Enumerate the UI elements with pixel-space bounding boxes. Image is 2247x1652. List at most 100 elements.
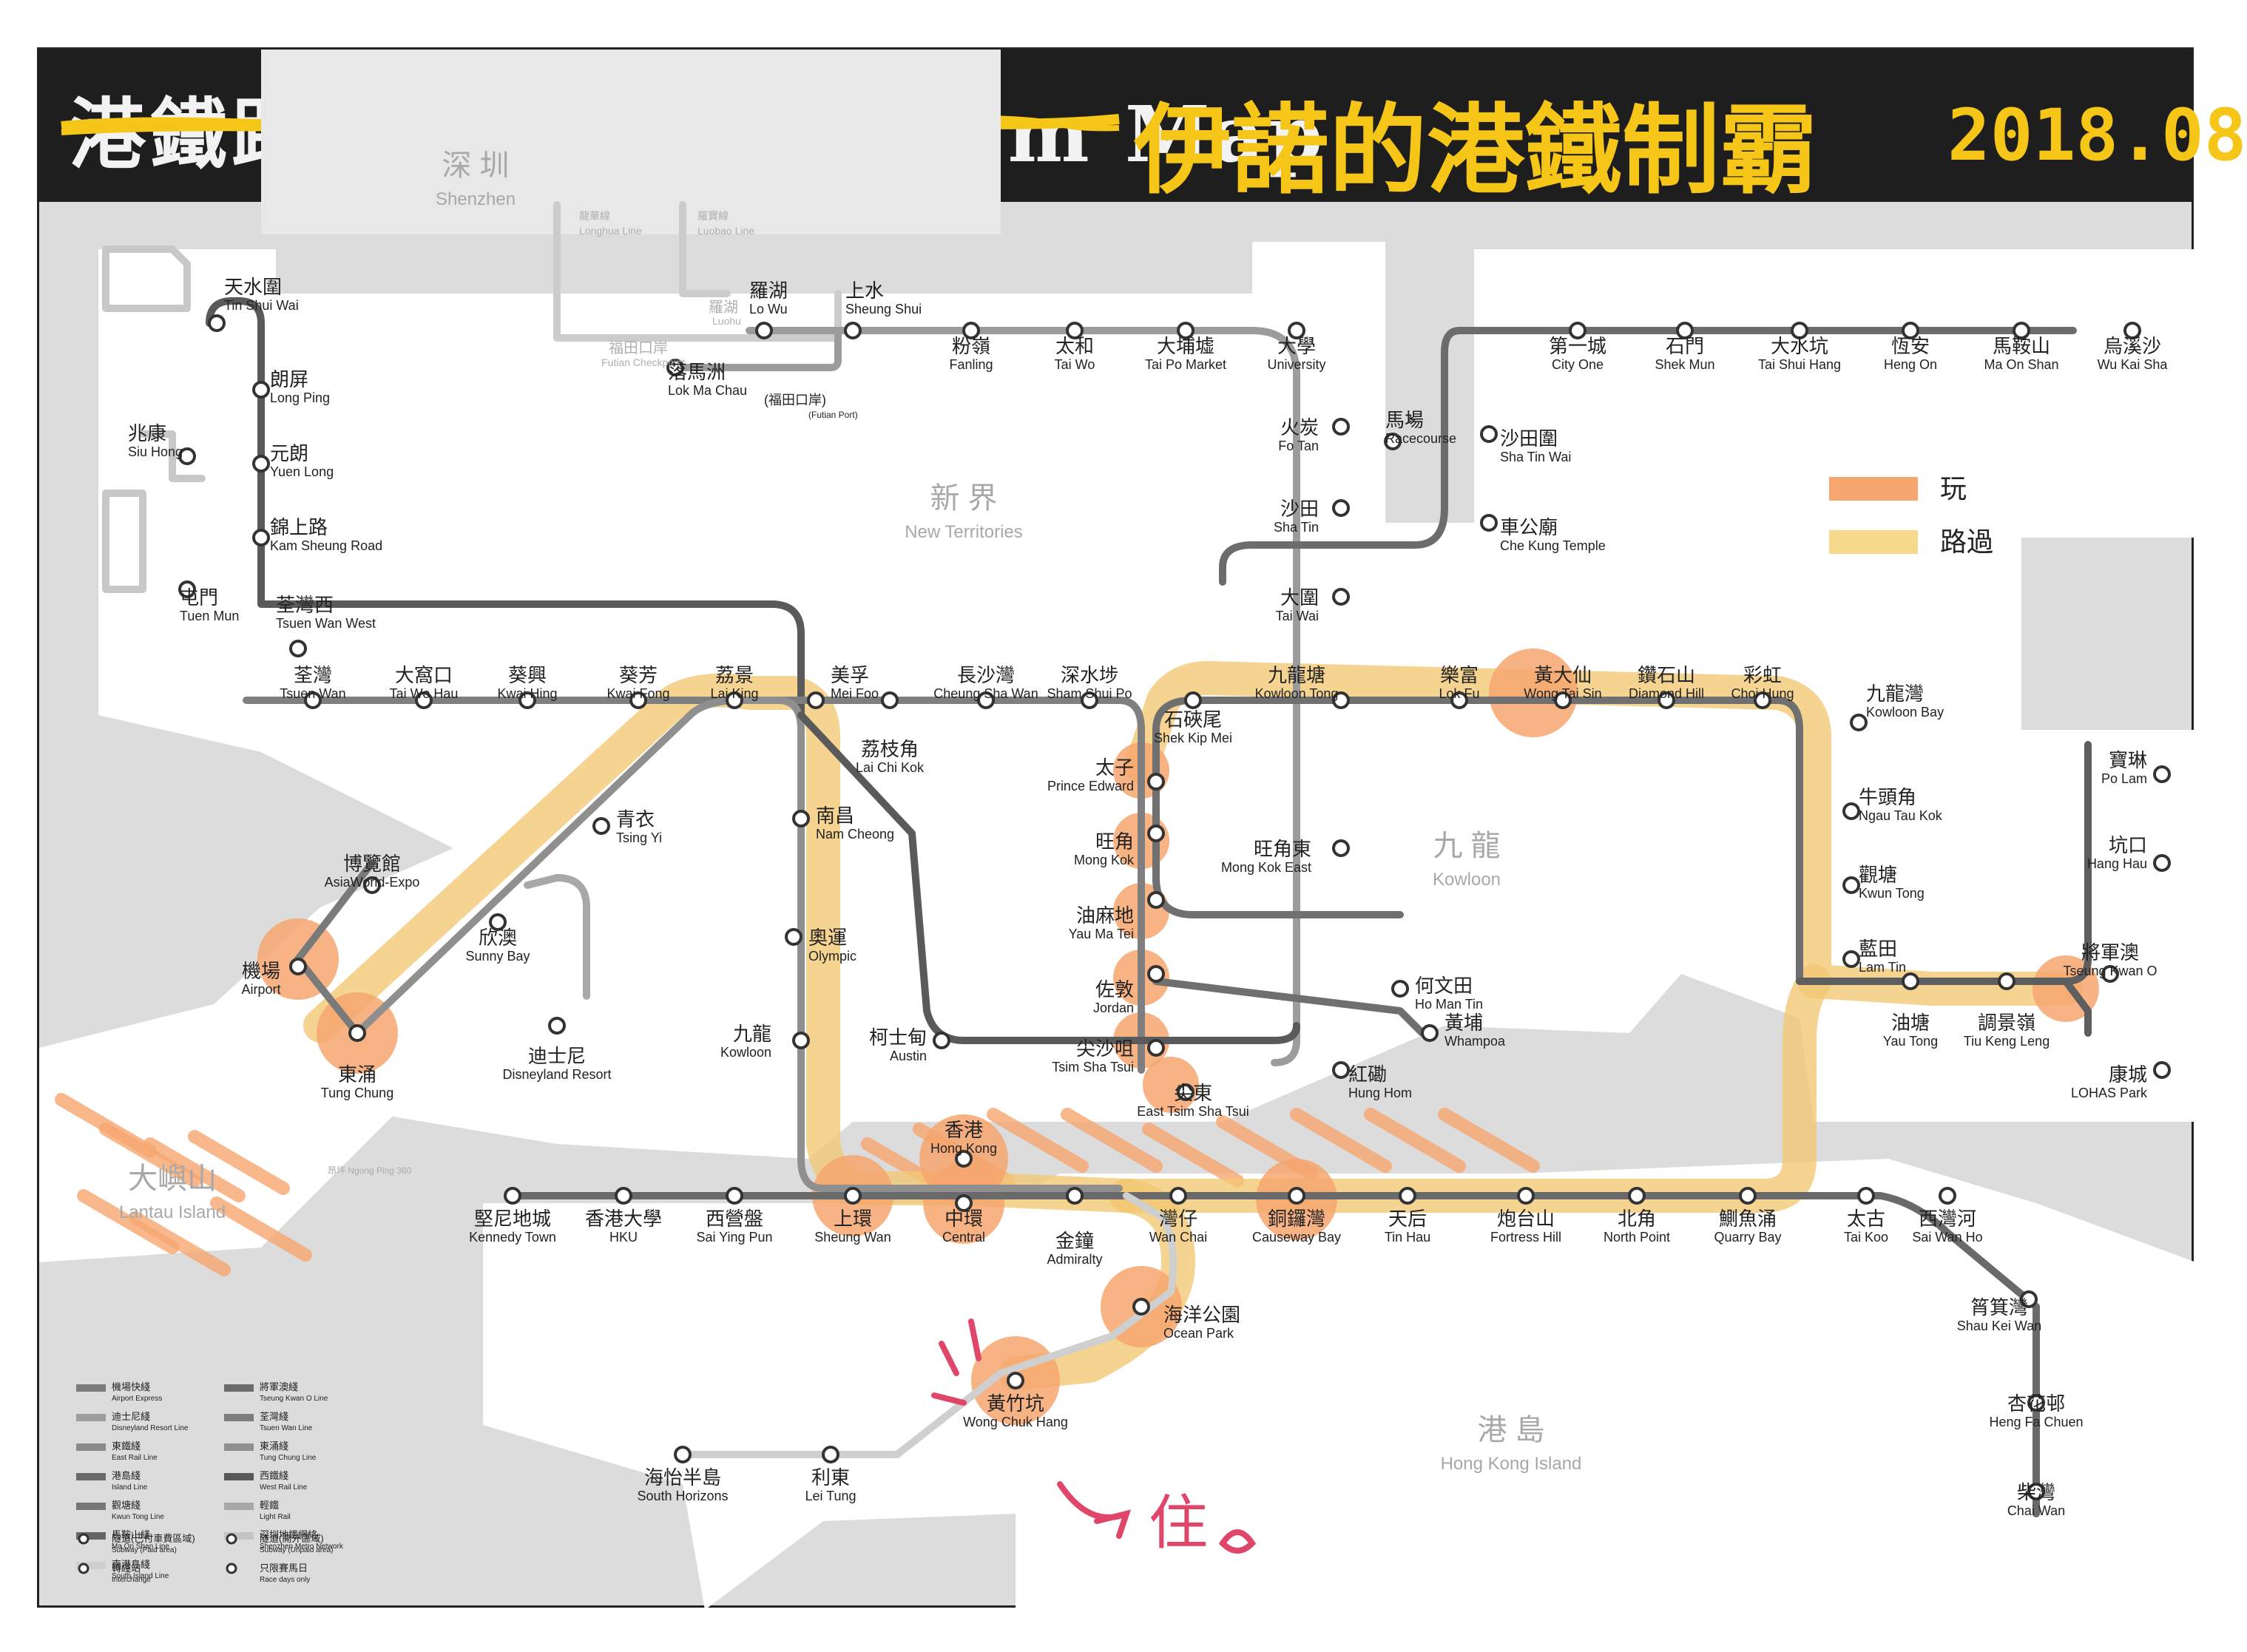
label-futian: 福田口岸 [609, 339, 668, 356]
station-label-zh-shek-mun: 石門 [1666, 335, 1704, 357]
legend-label-en-light-rail: Light Rail [260, 1513, 291, 1521]
station-label-en-tai-shui-hang: Tai Shui Hang [1758, 357, 1841, 372]
racecourse-star: * [1408, 412, 1414, 430]
station-dot-diamond-hill [1658, 691, 1675, 709]
hatch-stroke-10 [1061, 1108, 1163, 1173]
station-dot-tai-wo-hau [415, 691, 433, 709]
region-en-lantau: Lantau Island [119, 1202, 226, 1222]
station-label-en-tai-wai: Tai Wai [1276, 609, 1319, 623]
station-label-zh-tai-wo: 太和 [1055, 335, 1094, 357]
station-dot-hong-kong [955, 1150, 973, 1168]
station-label-zh-yau-ma-tei: 油麻地 [1076, 904, 1134, 927]
station-label-en-hung-hom: Hung Hom [1348, 1086, 1412, 1100]
station-label-zh-tai-shui-hang: 大水坑 [1771, 335, 1828, 357]
station-label-en-yau-tong: Yau Tong [1883, 1034, 1938, 1049]
station-label-zh-mei-foo: 美孚 [831, 664, 869, 686]
station-label-en-tai-koo: Tai Koo [1844, 1230, 1888, 1245]
station-label-en-kowloon-bay: Kowloon Bay [1866, 705, 1944, 720]
station-dot-siu-hong [178, 447, 196, 465]
station-markers [178, 314, 2171, 1500]
legend-label-en-shenzhen-metro-network: Shenzhen Metro Network [260, 1543, 344, 1551]
station-label-zh-jordan: 佐敦 [1095, 978, 1134, 1001]
station-dot-sunny-bay [489, 913, 507, 931]
station-label-en-hku: HKU [609, 1230, 638, 1245]
station-label-zh-tin-shui-wai: 天水圍 [224, 276, 282, 298]
station-label-zh-nam-cheong: 南昌 [816, 805, 854, 827]
doodle-arrow [1057, 1481, 1132, 1539]
legend-label-zh-tung-chung-line: 東涌綫 [260, 1441, 288, 1452]
legend-swatch-passed [1829, 530, 1918, 554]
station-label-en-chai-wan: Chai Wan [2007, 1503, 2065, 1518]
station-label-en-fo-tan: Fo Tan [1278, 439, 1319, 453]
station-dot-whampoa [1421, 1024, 1439, 1042]
station-label-zh-lok-ma-chau: 落馬洲 [668, 361, 726, 383]
station-dot-heng-fa-chuen [2027, 1394, 2045, 1412]
station-dot-olympic [785, 928, 802, 946]
station-dot-wu-kai-sha [2123, 322, 2141, 339]
station-label-zh-prince-edward: 太子 [1095, 756, 1134, 779]
line-east-rail [746, 327, 1300, 1066]
station-label-en-tuen-mun: Tuen Mun [180, 609, 239, 623]
handwritten-annotation: 住 [1149, 1490, 1208, 1556]
legend-swatch-ma-on-shan-line [76, 1532, 106, 1540]
station-label-en-mong-kok-east: Mong Kok East [1221, 860, 1311, 875]
station-dot-kowloon [792, 1032, 810, 1049]
station-label-en-hong-kong: Hong Kong [930, 1141, 997, 1156]
legend-swatch-west-rail-line [224, 1473, 254, 1480]
station-label-zh-north-point: 北角 [1618, 1208, 1656, 1230]
station-dot-wong-chuk-hang [1007, 1372, 1024, 1389]
station-dot-heng-on [1902, 322, 1919, 339]
station-label-zh-lai-king: 荔景 [715, 664, 754, 686]
station-label-en-city-one: City One [1552, 357, 1604, 372]
station-label-zh-tsim-sha-tsui: 尖沙咀 [1076, 1037, 1134, 1060]
legend-swatch-disneyland-resort-line [76, 1414, 106, 1421]
station-dot-tai-koo [1857, 1187, 1875, 1205]
station-label-en-sheung-shui: Sheung Shui [845, 302, 922, 316]
legend-label-en-tseung-kwan-o-line: Tseung Kwan O Line [260, 1395, 328, 1403]
station-dot-lam-tin [1842, 950, 1860, 968]
legend-swatch-visited [1829, 477, 1918, 501]
legend-label-passed: 路過 [1940, 527, 1993, 557]
station-label-en-north-point: North Point [1604, 1230, 1670, 1245]
line-tsuen-wan [243, 697, 1145, 1074]
station-label-en-jordan: Jordan [1093, 1001, 1134, 1015]
station-label-en-lohas-park: LOHAS Park [2071, 1086, 2148, 1100]
station-dot-sheung-wan [844, 1187, 862, 1205]
station-label-zh-chai-wan: 柴灣 [2017, 1481, 2055, 1503]
station-label-zh-whampoa: 黃埔 [1444, 1012, 1483, 1034]
station-label-zh-wan-chai: 灣仔 [1159, 1208, 1197, 1230]
highlight-legend: 玩 路過 [1829, 473, 1993, 557]
station-dot-sheung-shui [844, 322, 862, 339]
station-label-zh-fo-tan: 火炭 [1280, 416, 1319, 439]
station-label-en-shek-kip-mei: Shek Kip Mei [1154, 731, 1232, 745]
legend-symbol-en-race-days-only: Race days only [260, 1576, 310, 1584]
station-label-zh-kowloon-tong: 九龍塘 [1268, 664, 1325, 686]
station-dot-lai-chi-kok [881, 691, 899, 709]
legend-label-zh-shenzhen-metro-network: 深圳地鐵網絡 [260, 1529, 317, 1540]
station-label-zh-tseung-kwan-o: 將軍澳 [2081, 941, 2139, 964]
shenzhen-small-labels: 龍華線 Longhua Line 羅寶線 Luobao Line 羅湖 Luoh… [579, 210, 754, 368]
station-dot-ocean-park [1132, 1298, 1150, 1316]
station-label-zh-fanling: 粉嶺 [952, 335, 990, 357]
station-label-zh-sheung-wan: 上環 [834, 1208, 872, 1230]
station-dot-wan-chai [1169, 1187, 1187, 1205]
station-dot-tai-shui-hang [1791, 322, 1808, 339]
station-dot-lai-king [726, 691, 743, 709]
legend-label-zh-disneyland-resort-line: 迪士尼綫 [112, 1411, 150, 1422]
station-label-zh-cheung-sha-wan: 長沙灣 [957, 664, 1015, 686]
annotation-doodle [931, 1318, 1257, 1554]
station-dot-causeway-bay [1288, 1187, 1305, 1205]
station-label-zh-lam-tin: 藍田 [1859, 938, 1897, 960]
station-label-en-po-lam: Po Lam [2101, 771, 2147, 786]
station-dot-choi-hung [1754, 691, 1771, 709]
station-label-en-central: Central [942, 1230, 985, 1245]
station-label-en-tsim-sha-tsui: Tsim Sha Tsui [1052, 1060, 1134, 1074]
station-label-en-hang-hau: Hang Hau [2087, 856, 2147, 871]
legend-label-en-tsuen-wan-line: Tsuen Wan Line [260, 1424, 313, 1432]
line-south-island [679, 1192, 1177, 1458]
station-label-en-wong-chuk-hang: Wong Chuk Hang [963, 1415, 1068, 1429]
visited-wong-tai-sin [1489, 649, 1578, 737]
station-label-zh-sai-wan-ho: 西灣河 [1919, 1208, 1976, 1230]
station-dot-ngau-tau-kok [1842, 802, 1860, 820]
station-label-zh-tung-chung: 東涌 [338, 1063, 376, 1086]
